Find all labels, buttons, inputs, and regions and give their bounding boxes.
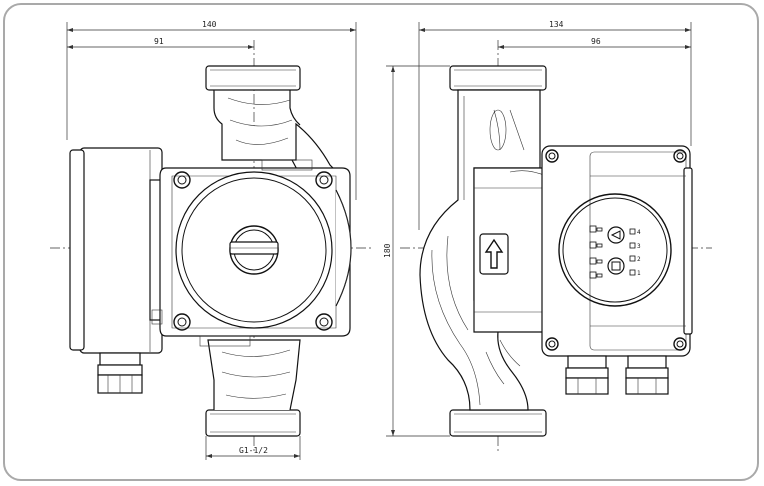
mode-symbol-2-icon — [589, 241, 597, 249]
led-indicator-4: 4 — [629, 228, 641, 236]
dim-front-width: 140 — [202, 20, 217, 29]
side-pump-volute — [419, 89, 541, 411]
flow-direction-box — [479, 233, 509, 275]
dim-side-width: 134 — [549, 20, 564, 29]
side-control-box — [541, 145, 691, 357]
svg-text:3: 3 — [637, 243, 641, 250]
select-button-icon[interactable] — [607, 257, 625, 275]
front-bolt-bottom-left — [173, 313, 191, 331]
dim-thread: G1-1/2 — [239, 446, 268, 455]
mode-symbol-1-icon — [589, 225, 597, 233]
front-top-flange — [205, 65, 301, 91]
control-panel-ring — [558, 193, 672, 307]
side-cable-gland-right — [625, 355, 669, 395]
front-dimensions: 140 91 G1-1/2 — [66, 20, 357, 460]
side-top-flange — [449, 65, 547, 91]
front-bolt-top-right — [315, 171, 333, 189]
dim-height: 180 — [383, 243, 392, 258]
side-dimensions: 134 96 180 — [383, 20, 692, 437]
dim-front-inner: 91 — [154, 37, 164, 46]
svg-text:1: 1 — [637, 270, 641, 277]
side-bolt-top-left — [545, 149, 559, 163]
mode-button-icon[interactable] — [607, 226, 625, 244]
side-bolt-top-right — [673, 149, 687, 163]
dim-side-inner: 96 — [591, 37, 601, 46]
front-bolt-top-left — [173, 171, 191, 189]
svg-text:4: 4 — [637, 229, 641, 236]
side-view: 4 3 2 1 — [400, 40, 712, 452]
led-indicator-3: 3 — [629, 242, 641, 250]
led-indicator-2: 2 — [629, 255, 641, 263]
led-indicator-1: 1 — [629, 269, 641, 277]
svg-text:2: 2 — [637, 256, 641, 263]
side-bolt-bottom-right — [673, 337, 687, 351]
front-bolt-bottom-right — [315, 313, 333, 331]
mode-symbol-4-icon — [589, 271, 597, 279]
side-cable-gland-left — [565, 355, 609, 395]
front-view — [50, 40, 372, 452]
front-cable-gland-neck — [99, 352, 141, 366]
flow-arrow-icon — [484, 238, 504, 269]
mode-symbol-3-icon — [589, 257, 597, 265]
side-bolt-bottom-left — [545, 337, 559, 351]
